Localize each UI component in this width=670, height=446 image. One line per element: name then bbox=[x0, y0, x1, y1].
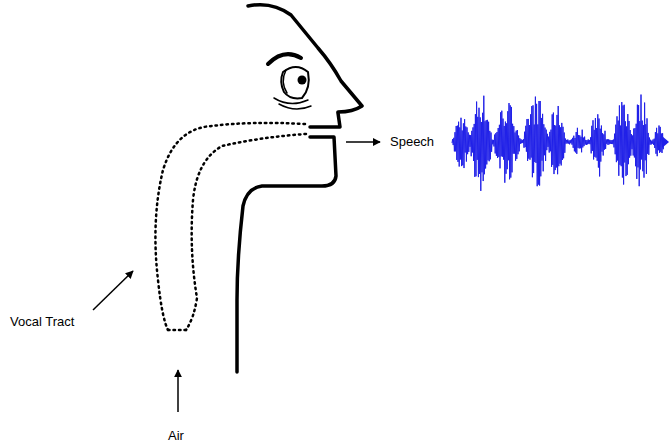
eye bbox=[281, 67, 309, 98]
tract-outline bbox=[155, 123, 305, 330]
eye-line bbox=[283, 70, 287, 93]
face-outline bbox=[248, 5, 362, 112]
waveform-tip bbox=[662, 136, 669, 148]
tract-outline bbox=[168, 329, 186, 332]
chin-neck bbox=[237, 137, 336, 372]
output-label: Speech bbox=[390, 134, 434, 150]
speech-arrow bbox=[346, 141, 380, 143]
head-profile bbox=[237, 5, 362, 372]
tract-arrow bbox=[93, 271, 133, 310]
tract-outline bbox=[186, 134, 306, 330]
part-label: Vocal Tract bbox=[10, 314, 74, 330]
upper-lip bbox=[310, 113, 340, 127]
speech-waveform bbox=[452, 95, 668, 191]
eye-line bbox=[279, 104, 311, 109]
eyebrow bbox=[268, 54, 301, 64]
input-label: Air bbox=[168, 428, 184, 444]
pupil bbox=[298, 76, 307, 85]
eye-line bbox=[274, 98, 308, 104]
air-arrow bbox=[177, 370, 179, 412]
vocal-tract bbox=[155, 123, 306, 330]
